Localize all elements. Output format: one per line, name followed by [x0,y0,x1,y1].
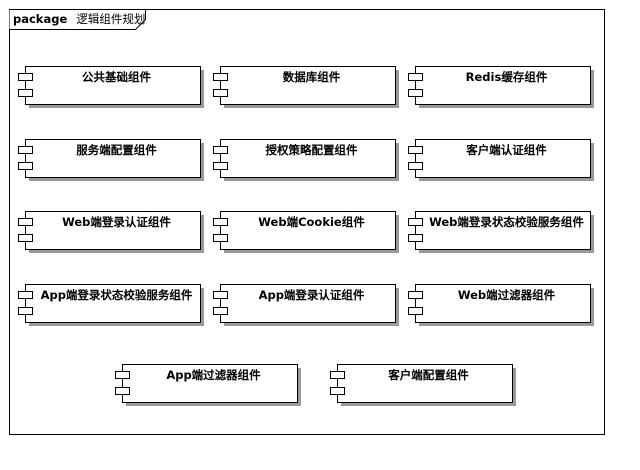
component: 授权策略配置组件 [213,139,399,181]
component-port-top [18,73,33,81]
component-port-top [408,291,423,299]
component-port-bottom [330,387,345,395]
component: 数据库组件 [213,66,399,108]
component-port-bottom [213,89,228,97]
component: App端登录认证组件 [213,284,399,326]
component-port-top [408,73,423,81]
component-port-bottom [213,162,228,170]
component-port-bottom [18,89,33,97]
component: Web端登录状态校验服务组件 [408,211,594,253]
component-port-bottom [18,162,33,170]
component-port-bottom [408,89,423,97]
component-box [220,66,396,105]
component-port-top [213,73,228,81]
component-label: 公共基础组件 [82,70,151,84]
package-name: 逻辑组件规划 [76,12,145,26]
component-port-bottom [115,387,130,395]
component: App端过滤器组件 [115,364,301,406]
component-label: Web端登录状态校验服务组件 [429,215,584,229]
package-name-tab [9,9,146,30]
component-label: Web端登录认证组件 [62,215,171,229]
component: Web端Cookie组件 [213,211,399,253]
package-label: package 逻辑组件规划 [13,8,145,27]
component-box [122,364,298,403]
component-port-top [330,371,345,379]
component-box [415,211,591,250]
component-port-top [18,146,33,154]
component-box [25,66,201,105]
component-port-bottom [18,234,33,242]
component: 公共基础组件 [18,66,204,108]
component-port-top [213,146,228,154]
component-label: Redis缓存组件 [466,70,548,84]
component: Web端过滤器组件 [408,284,594,326]
component-label: 数据库组件 [283,70,341,84]
component-port-top [115,371,130,379]
component-port-top [408,218,423,226]
component-box [415,66,591,105]
component-port-top [18,218,33,226]
component-box [415,284,591,323]
component: 客户端认证组件 [408,139,594,181]
component-port-top [213,218,228,226]
component-box [25,211,201,250]
component-label: Web端Cookie组件 [258,215,365,229]
component-label: App端过滤器组件 [166,368,261,382]
component-label: 客户端配置组件 [387,368,469,382]
component-box [415,139,591,178]
component-port-top [213,291,228,299]
component-box [25,139,201,178]
component: 客户端配置组件 [330,364,516,406]
package-keyword: package [13,12,67,26]
component-port-top [18,291,33,299]
component-box [337,364,513,403]
component-box [25,284,201,323]
component-label: 授权策略配置组件 [266,143,358,157]
component-label: 服务端配置组件 [76,143,157,157]
component-port-top [408,146,423,154]
component-port-bottom [408,234,423,242]
component: Web端登录认证组件 [18,211,204,253]
component-port-bottom [408,307,423,315]
component-label: App端登录认证组件 [259,288,365,302]
component-port-bottom [408,162,423,170]
component-box [220,139,396,178]
component: 服务端配置组件 [18,139,204,181]
component-label: App端登录状态校验服务组件 [41,288,193,302]
component-port-bottom [213,307,228,315]
component: Redis缓存组件 [408,66,594,108]
component-box [220,211,396,250]
component-box [220,284,396,323]
component-port-bottom [213,234,228,242]
component: App端登录状态校验服务组件 [18,284,204,326]
component-label: 客户端认证组件 [465,143,547,157]
component-label: Web端过滤器组件 [458,288,556,302]
component-port-bottom [18,307,33,315]
